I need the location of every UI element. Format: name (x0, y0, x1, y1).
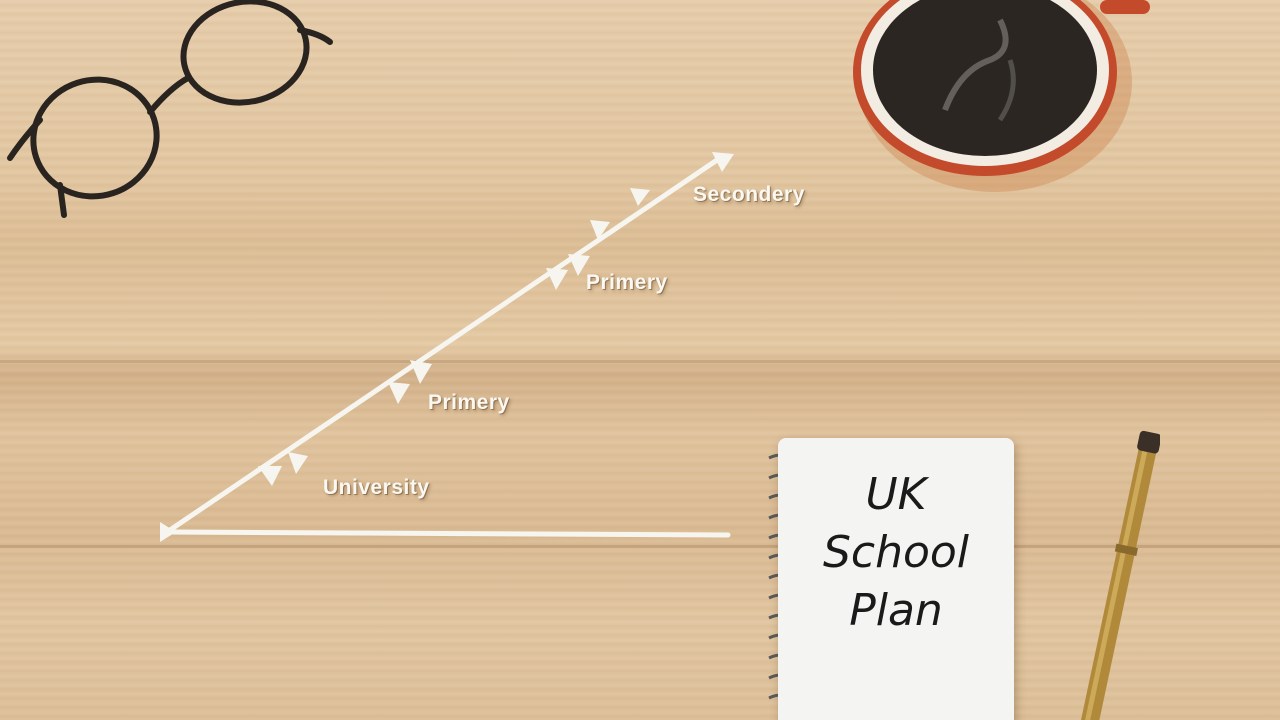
notebook-line: School (822, 527, 970, 578)
notebook-title: UK School Plan (778, 466, 1014, 640)
plank-seam (0, 545, 1280, 548)
notebook-line: UK (865, 469, 927, 520)
plank-seam (0, 360, 1280, 363)
pen-icon (1080, 430, 1160, 720)
glasses-icon (7, 0, 333, 218)
notebook-line: Plan (849, 585, 943, 636)
notebook: UK School Plan (778, 438, 1014, 720)
coffee-mug-icon (853, 0, 1150, 192)
